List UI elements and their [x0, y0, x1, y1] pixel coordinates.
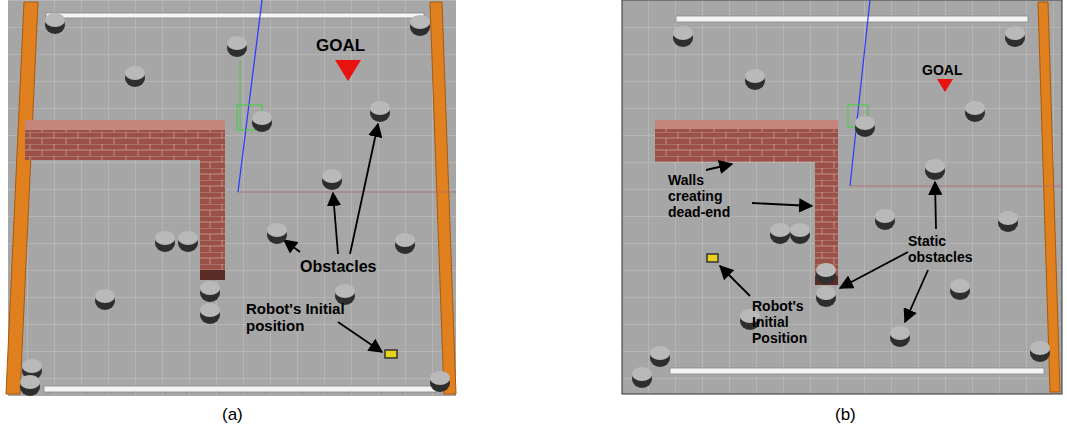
leader-arrow	[752, 203, 812, 206]
cylinder-obstacle	[790, 223, 810, 244]
cylinder-obstacle	[252, 111, 272, 132]
cylinder-obstacle	[1030, 341, 1050, 362]
goal-label: GOAL	[316, 36, 365, 56]
panel-a	[6, 0, 456, 396]
axis-line	[238, 192, 456, 193]
subfigure-label: (b)	[835, 405, 856, 425]
robot	[707, 254, 718, 262]
leader-arrow	[338, 322, 382, 352]
axis-line	[240, 60, 241, 130]
cylinder-obstacle	[650, 346, 670, 367]
boundary-wall	[6, 2, 38, 394]
brick-wall	[25, 130, 225, 160]
cylinder-obstacle	[200, 281, 220, 302]
cylinder-obstacle	[45, 13, 65, 34]
cylinder-obstacle	[1005, 26, 1025, 47]
boundary-wall	[1038, 2, 1060, 392]
boundary-rail	[44, 386, 436, 392]
axis-line	[850, 186, 1062, 187]
cylinder-obstacle	[965, 101, 985, 122]
cylinder-obstacle	[410, 15, 430, 36]
cylinder-obstacle	[430, 371, 450, 392]
cylinder-obstacle	[20, 375, 40, 396]
cylinder-obstacle	[227, 36, 247, 57]
goal-marker	[937, 79, 953, 92]
cylinder-obstacle	[875, 209, 895, 230]
leader-arrow	[720, 266, 750, 296]
cylinder-obstacle	[155, 231, 175, 252]
cylinder-obstacle	[395, 233, 415, 254]
cylinder-obstacle	[925, 159, 945, 180]
callout-label: Walls creating dead-end	[668, 172, 748, 220]
cylinder-group	[20, 13, 1050, 396]
brick-wall	[200, 130, 225, 280]
subfigure-label: (a)	[222, 405, 243, 425]
axis-line	[238, 0, 262, 192]
goal-marker	[335, 60, 361, 81]
callout-label: Robot's Initial position	[246, 300, 374, 335]
boundary-rail	[670, 368, 1044, 374]
cylinder-obstacle	[322, 169, 342, 190]
brick-wall-base	[200, 270, 225, 280]
leader-arrow	[905, 270, 928, 322]
brick-wall-top	[25, 120, 225, 130]
floor	[8, 0, 456, 396]
cylinder-obstacle	[890, 326, 910, 347]
cylinder-obstacle	[950, 279, 970, 300]
cylinder-obstacle	[178, 231, 198, 252]
cylinder-obstacle	[816, 286, 836, 307]
panel-b	[622, 0, 1062, 394]
cylinder-obstacle	[745, 69, 765, 90]
goal-label: GOAL	[922, 62, 962, 78]
leader-arrow	[935, 182, 936, 229]
callout-label: Robot's Initial Position	[752, 298, 832, 346]
leader-arrow	[706, 164, 732, 170]
boundary-rail	[46, 13, 424, 18]
brick-wall	[655, 129, 838, 162]
cylinder-obstacle	[855, 116, 875, 137]
cylinder-obstacle	[770, 223, 790, 244]
brick-wall-top	[655, 120, 838, 129]
cylinder-obstacle	[125, 66, 145, 87]
leader-arrow	[350, 124, 378, 254]
leader-arrow	[284, 240, 300, 252]
leader-arrow	[333, 193, 338, 254]
cylinder-obstacle	[632, 367, 652, 388]
frame	[622, 0, 1062, 394]
callout-label: Static obstacles	[908, 233, 988, 265]
leader-arrow	[840, 252, 908, 288]
cylinder-obstacle	[200, 303, 220, 324]
callout-label: Obstacles	[300, 258, 376, 276]
cylinder-obstacle	[267, 223, 287, 244]
cylinder-obstacle	[998, 211, 1018, 232]
robot	[385, 350, 397, 358]
boundary-rail	[676, 16, 1028, 22]
cylinder-obstacle	[95, 289, 115, 310]
axis-line	[850, 0, 870, 186]
cylinder-obstacle	[673, 26, 693, 47]
brick-wall	[815, 129, 838, 285]
floor	[622, 0, 1062, 394]
boundary-wall	[430, 2, 456, 394]
cylinder-obstacle	[816, 263, 836, 284]
cylinder-obstacle	[370, 101, 390, 122]
